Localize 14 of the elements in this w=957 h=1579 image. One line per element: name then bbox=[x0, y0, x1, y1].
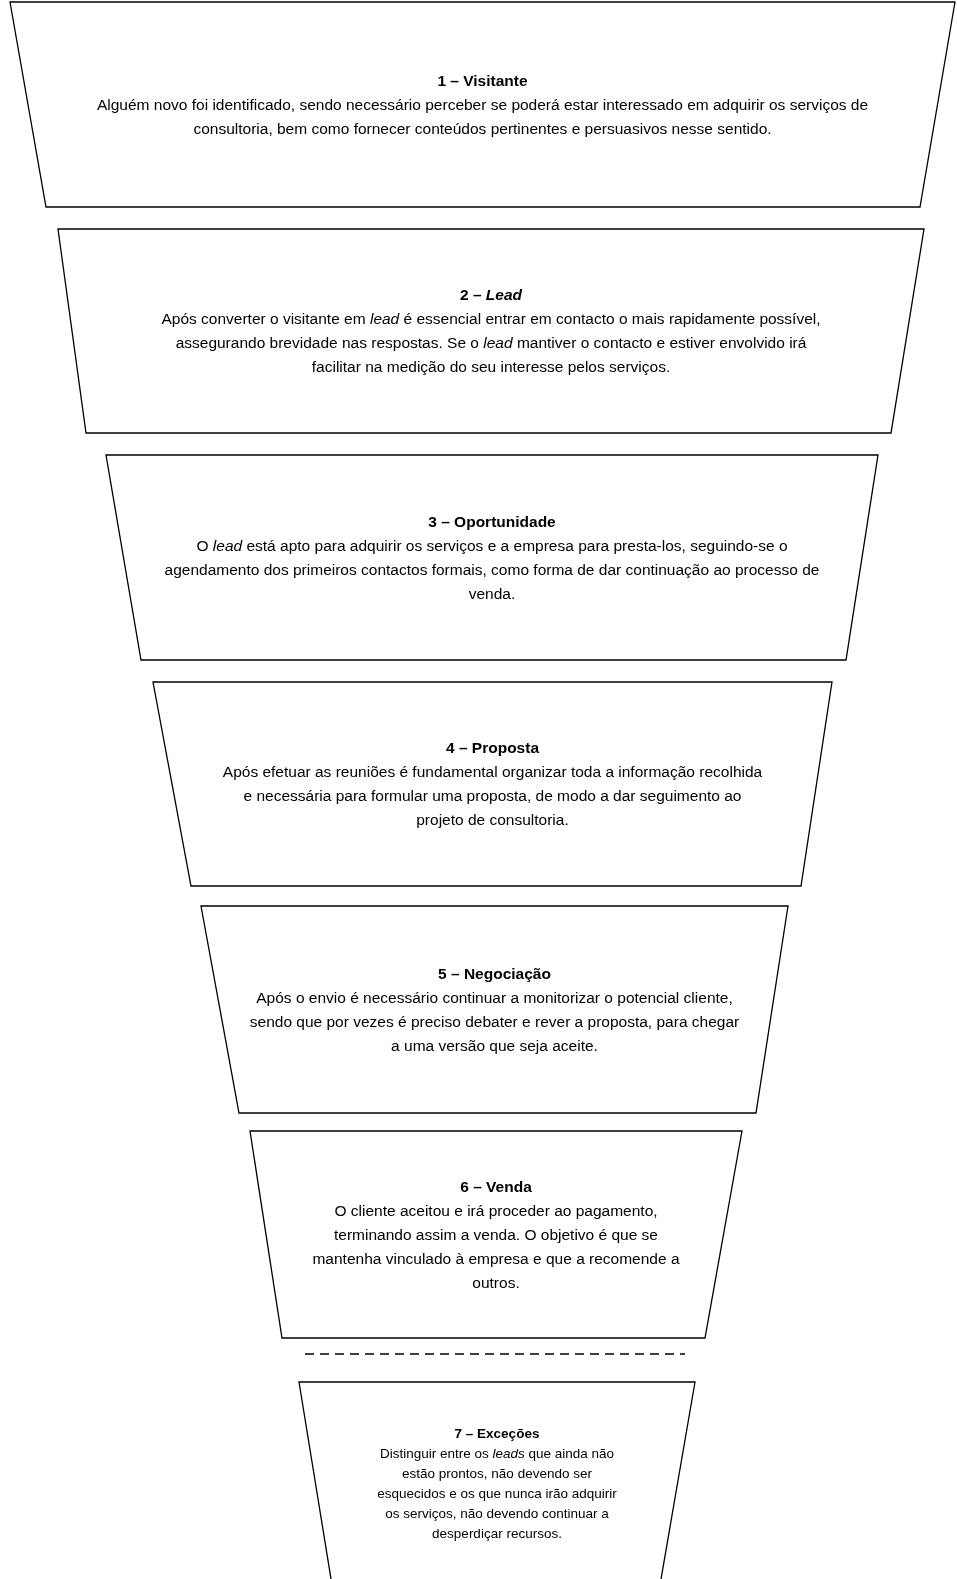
stage-title: 1 – Visitante bbox=[437, 70, 528, 91]
stage-description: O lead está apto para adquirir os serviços e a empresa para presta-los, seguindo-se o agendamento dos primeiros contactos formais, como forma de dar continuação ao processo de venda. bbox=[163, 535, 821, 604]
stage-title: 6 – Venda bbox=[460, 1176, 532, 1197]
stage-title: 4 – Proposta bbox=[446, 738, 539, 758]
stage-description: Após o envio é necessário continuar a monitorizar o potencial cliente, sendo que por vezes é preciso debater e rever a proposta, para chegar a uma versão que seja aceite. bbox=[248, 987, 741, 1056]
stage-description: Após efetuar as reuniões é fundamental organizar toda a informação recolhida e necessária para formular uma proposta, de modo a dar seguimento ao projeto de consultoria. bbox=[222, 762, 763, 830]
stage-title: 2 – Lead bbox=[459, 285, 522, 305]
stage-title: 7 – Exceções bbox=[454, 1424, 540, 1443]
stage-description: Alguém novo foi identificado, sendo necessário perceber se poderá estar interessado em adquirir os serviços de consultoria, bem como fornecer conteúdos pertinentes e persuasivos nesse sentido. bbox=[95, 94, 870, 139]
stage-description: O cliente aceitou e irá proceder ao pagamento, terminando assim a venda. O objetivo é que se mantenha vinculado à empresa e que a recomende a outros. bbox=[311, 1200, 681, 1293]
stage-title: 3 – Oportunidade bbox=[428, 511, 556, 532]
stage-description: Distinguir entre os leads que ainda não estão prontos, não devendo ser esquecidos e os que nunca irão adquirir os serviços, não devendo continuar a desperdiçar recursos. bbox=[376, 1444, 618, 1543]
stage-title: 5 – Negociação bbox=[438, 963, 551, 984]
stage-description: Após converter o visitante em lead é essencial entrar em contacto o mais rapidamente possível, assegurando brevidade nas respostas. Se o lead mantiver o contacto e estiver envolvido irá facilitar na medição do seu interesse pelos serviços. bbox=[160, 309, 822, 377]
